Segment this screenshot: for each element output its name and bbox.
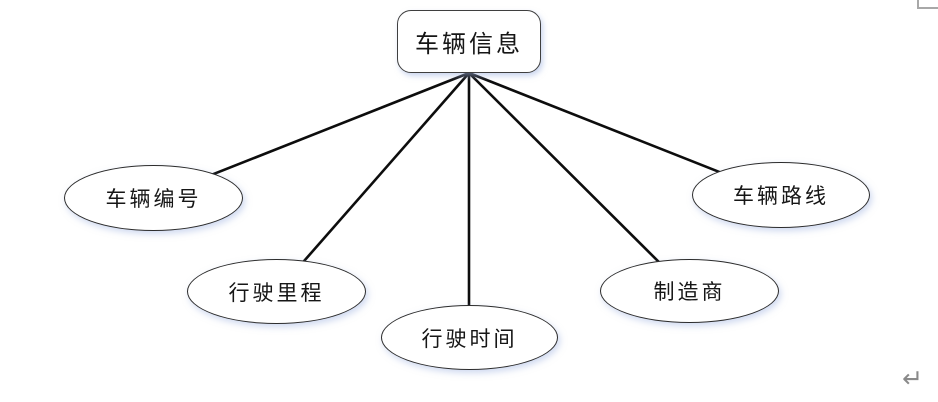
connector-root-to-mileage	[275, 72, 470, 294]
root-node-label: 车辆信息	[415, 30, 523, 58]
attribute-node-driving-time: 行驶时间	[381, 305, 558, 370]
attribute-node-mileage: 行驶里程	[187, 259, 366, 324]
attribute-node-vehicle-route: 车辆路线	[692, 162, 870, 228]
root-node-vehicle-info: 车辆信息	[397, 10, 541, 73]
connector-root-to-manufacturer	[468, 72, 690, 293]
attribute-node-vehicle-number: 车辆编号	[64, 165, 243, 231]
paragraph-return-icon: ↵	[902, 364, 923, 393]
attribute-node-manufacturer: 制造商	[600, 259, 779, 323]
text-boundary-corner-mark	[917, 0, 938, 9]
attribute-node-label: 行驶里程	[228, 280, 325, 305]
attribute-node-label: 行驶时间	[421, 326, 518, 351]
attribute-node-label: 车辆路线	[733, 184, 829, 208]
attribute-node-label: 车辆编号	[105, 187, 202, 211]
attribute-node-label: 制造商	[653, 280, 726, 304]
